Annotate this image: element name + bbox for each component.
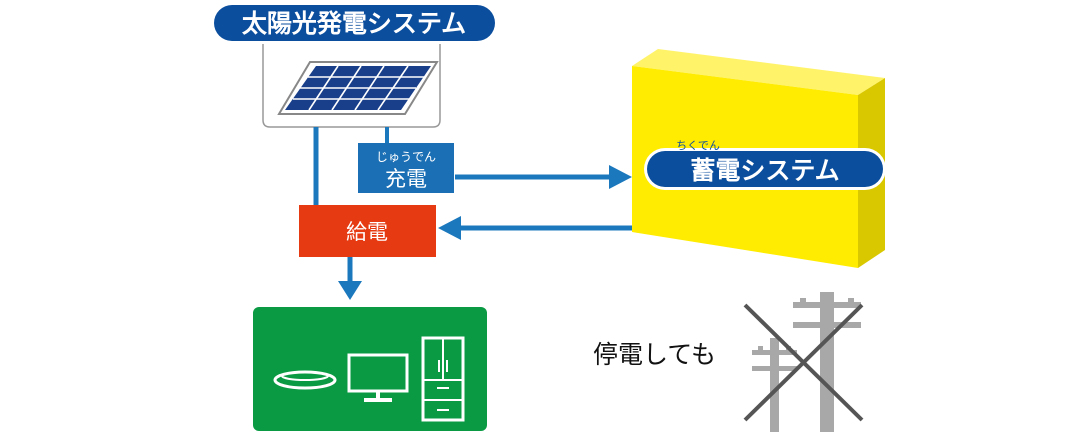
appliances-panel (253, 307, 487, 431)
solar-title-pill: 太陽光発電システム (211, 2, 498, 44)
arrow-charge-to-storage (609, 165, 632, 189)
solar-panel-icon (277, 61, 439, 115)
supply-label: 給電 (346, 220, 388, 244)
charge-box: じゅうでん 充電 (358, 143, 454, 193)
charge-label: 充電 (385, 167, 427, 191)
outage-label: 停電しても (593, 340, 716, 369)
solar-bracket (262, 26, 441, 128)
television-icon (347, 353, 409, 402)
arrow-down-to-appliances (338, 281, 362, 300)
arrow-storage-to-supply (438, 216, 461, 240)
refrigerator-icon (421, 336, 465, 422)
storage-box: ちくでん 蓄電システム (632, 49, 886, 268)
cross-out-icon (743, 303, 864, 422)
charge-ruby: じゅうでん (376, 150, 436, 164)
storage-ruby: ちくでん (676, 139, 720, 152)
ceiling-light-icon (273, 370, 337, 390)
supply-box: 給電 (299, 205, 436, 257)
solar-title: 太陽光発電システム (242, 9, 466, 38)
storage-label: 蓄電システム (690, 156, 839, 185)
wires (313, 127, 632, 300)
